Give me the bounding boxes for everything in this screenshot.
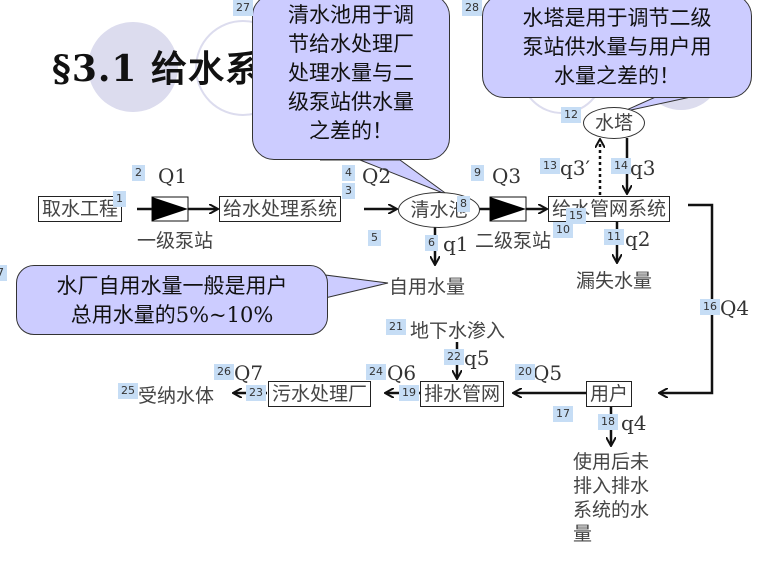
- flow-Q4: Q4: [720, 296, 750, 320]
- sewage-plant-box: 污水处理厂: [268, 381, 372, 407]
- marker-5: 5: [368, 230, 381, 246]
- marker-10: 10: [553, 222, 573, 238]
- marker-18: 18: [598, 414, 618, 430]
- marker-12: 12: [561, 107, 581, 123]
- marker-13: 13: [540, 158, 560, 174]
- flow-Q5: Q5: [533, 361, 563, 385]
- flow-Q3: Q3: [492, 164, 522, 188]
- callout-line: 水量之差的！: [554, 64, 680, 88]
- marker-16: 16: [700, 299, 720, 315]
- flow-q4: q4: [621, 411, 647, 435]
- callout-line: 清水池用于调: [288, 3, 414, 27]
- flow-Q2: Q2: [362, 164, 392, 188]
- callout-line: 之差的！: [309, 119, 393, 143]
- flow-Q6: Q6: [387, 361, 417, 385]
- clear-pool-label: 清水池: [410, 199, 468, 221]
- marker-24: 24: [366, 364, 386, 380]
- marker-8: 8: [457, 196, 470, 212]
- flow-q2: q2: [625, 227, 651, 251]
- leakage-label: 漏失水量: [576, 270, 653, 292]
- flow-Q1: Q1: [158, 164, 188, 188]
- callout-tail-selfuse: [324, 274, 389, 299]
- flow-q3p: q3′: [560, 156, 591, 180]
- marker-7: 7: [0, 265, 7, 281]
- marker-25: 25: [118, 383, 138, 399]
- marker-15: 15: [566, 208, 586, 224]
- pump1-triangle: [152, 197, 188, 221]
- callout-line: 水厂自用水量一般是用户: [56, 274, 288, 298]
- marker-27: 27: [233, 0, 253, 16]
- marker-20: 20: [515, 364, 535, 380]
- drain-network-box: 排水管网: [420, 381, 505, 407]
- marker-28: 28: [462, 0, 482, 16]
- pump2-triangle: [490, 197, 526, 221]
- marker-22: 22: [444, 349, 464, 365]
- unused-line: 排入排水: [573, 475, 650, 497]
- marker-17: 17: [553, 406, 573, 422]
- marker-14: 14: [611, 158, 631, 174]
- callout-line: 节给水处理厂: [288, 32, 414, 56]
- pump2-label: 二级泵站: [475, 230, 552, 252]
- marker-9: 9: [471, 165, 484, 181]
- slide-title: §3.1 给水系: [52, 48, 262, 90]
- flow-q3: q3: [630, 156, 656, 180]
- flow-q1: q1: [443, 232, 469, 256]
- marker-11: 11: [604, 229, 624, 245]
- callout-self-use: 水厂自用水量一般是用户 总用水量的5%~10%: [16, 265, 328, 335]
- unused-line: 量: [573, 523, 593, 545]
- marker-2: 2: [132, 165, 145, 181]
- callout-line: 级泵站供水量: [288, 90, 414, 114]
- unused-line: 系统的水: [573, 499, 650, 521]
- callout-line: 水塔是用于调节二级: [522, 6, 712, 30]
- user-box: 用户: [586, 381, 633, 407]
- marker-19: 19: [399, 385, 419, 401]
- receiving-water-label: 受纳水体: [138, 385, 215, 407]
- unused-water-label: 使用后未 排入排水 系统的水 量: [573, 450, 649, 546]
- pump1-label: 一级泵站: [137, 230, 214, 252]
- unused-line: 使用后未: [573, 451, 650, 473]
- tower-ellipse: 水塔: [583, 107, 645, 139]
- marker-23: 23: [246, 385, 266, 401]
- marker-4: 4: [342, 165, 355, 181]
- treatment-box: 给水处理系统: [219, 196, 342, 222]
- callout-clear-pool: 清水池用于调 节给水处理厂 处理水量与二 级泵站供水量 之差的！: [252, 0, 450, 160]
- marker-21: 21: [386, 319, 406, 335]
- groundwater-label: 地下水渗入: [410, 320, 506, 342]
- callout-water-tower: 水塔是用于调节二级 泵站供水量与用户用 水量之差的！: [482, 0, 752, 98]
- marker-6: 6: [425, 235, 438, 251]
- marker-3: 3: [342, 183, 355, 199]
- bg-circle: [88, 22, 178, 112]
- marker-1: 1: [113, 191, 126, 207]
- self-use-label: 自用水量: [389, 276, 466, 298]
- intake-box: 取水工程: [38, 196, 123, 222]
- flow-q5: q5: [464, 346, 490, 370]
- tower-label: 水塔: [594, 112, 633, 134]
- callout-line: 处理水量与二: [288, 61, 414, 85]
- flow-Q7: Q7: [234, 361, 264, 385]
- marker-26: 26: [214, 364, 234, 380]
- callout-line: 总用水量的5%~10%: [70, 303, 274, 327]
- callout-line: 泵站供水量与用户用: [522, 35, 712, 59]
